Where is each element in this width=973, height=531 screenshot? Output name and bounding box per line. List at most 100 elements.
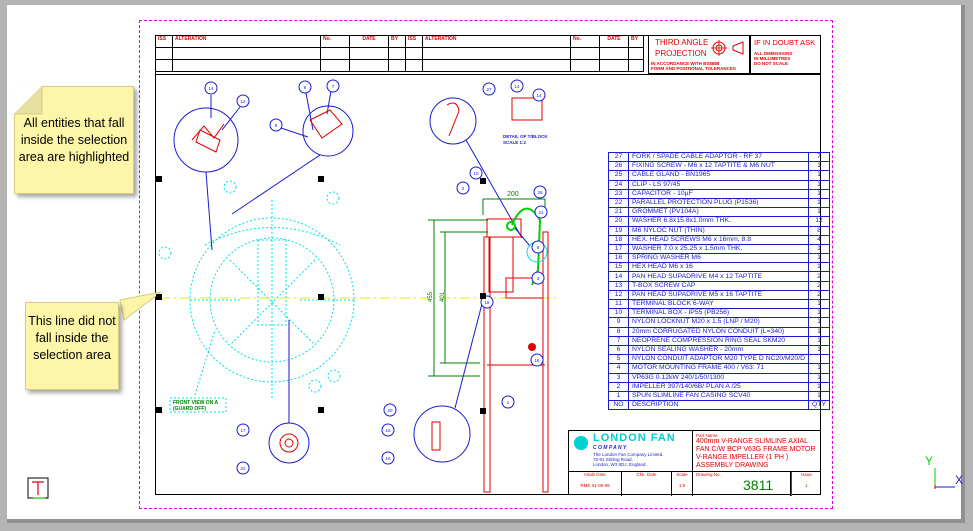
grip-handle[interactable] <box>318 294 324 300</box>
callout-not-selected-text: This line did not fall inside the select… <box>28 314 116 362</box>
scale-label: Scale <box>676 472 688 477</box>
grip-handle[interactable] <box>156 176 162 182</box>
balloon-number: 3 <box>537 276 540 281</box>
issue-cell: Issue 1 <box>791 472 821 496</box>
parts-description: NYLON SEALING WASHER - 20mm <box>628 344 809 356</box>
parts-no: 19 <box>608 225 629 236</box>
parts-qty: 1 <box>808 335 830 346</box>
grip-handle[interactable] <box>318 407 324 413</box>
ucs-icon <box>934 468 955 489</box>
parts-qty: 1 <box>808 170 830 181</box>
grip-handle[interactable] <box>156 294 162 300</box>
parts-qty: 1 <box>808 317 830 328</box>
parts-header-no: NO <box>608 400 629 411</box>
doubt-box: IF IN DOUBT ASK ALL DIMENSIONS IN MILLIM… <box>750 35 821 74</box>
cable-gland-marker <box>528 343 536 351</box>
doubt-title: IF IN DOUBT ASK <box>754 38 816 47</box>
grip-handle[interactable] <box>480 408 486 414</box>
projection-title-2: PROJECTION <box>655 49 707 58</box>
balloon <box>480 295 494 309</box>
balloon-number: 20 <box>387 408 393 413</box>
balloon-number: 22 <box>240 466 246 471</box>
balloon-number: 15 <box>385 428 391 433</box>
parts-no: 20 <box>608 216 629 227</box>
balloon-number: 1 <box>507 400 510 405</box>
grip-handle[interactable] <box>480 293 486 299</box>
scale-cell: Scale 1:5 <box>672 472 693 496</box>
parts-description: CABLE GLAND - BN1965 <box>628 170 809 181</box>
parts-no: 7 <box>608 335 629 346</box>
balloon <box>532 88 546 102</box>
balloon <box>381 423 395 437</box>
ucs-x-label: X <box>955 473 963 487</box>
grip-handle[interactable] <box>480 178 486 184</box>
parts-qty: 1 <box>808 262 830 273</box>
drawing-no-cell: Drawing No. 3811 <box>693 472 791 496</box>
balloon <box>236 94 250 108</box>
company-sub: C O M P A N Y <box>593 445 627 451</box>
grip-handle[interactable] <box>318 176 324 182</box>
parts-qty: 1 <box>808 197 830 209</box>
parts-description: CAPACITOR - 10µF <box>628 188 809 199</box>
parts-no: 24 <box>608 179 629 190</box>
balloon-cyan <box>326 191 340 205</box>
balloon-number: 16 <box>534 358 540 363</box>
balloon-number: 27 <box>486 87 492 92</box>
callout-fold-icon <box>14 86 43 115</box>
parts-qty: 1 <box>808 298 830 310</box>
selection-rectangle[interactable] <box>139 20 833 509</box>
parts-no: 4 <box>608 363 629 374</box>
balloon-number: 7 <box>332 84 335 89</box>
parts-description: HEX HEAD M6 x 16 <box>628 262 809 273</box>
parts-description: 20mm CORRUGATED NYLON CONDUIT (L=340) <box>628 326 809 337</box>
balloon-cyan <box>327 369 341 383</box>
balloon-cyan <box>223 180 237 194</box>
detail-label-2: SCALE 1:2 <box>503 140 527 145</box>
section-label-1: FRONT VIEW ON A <box>173 400 218 406</box>
parts-description: NEOPRENE COMPRESSION RING SEAL SKM20 <box>628 335 809 346</box>
section-label-2: (GUARD OFF) <box>173 406 206 412</box>
ucs-y-label: Y <box>925 454 933 468</box>
parts-description: FORK / SPADE CABLE ADAPTOR - RF 37 <box>628 151 809 163</box>
parts-qty: 1 <box>808 161 830 172</box>
parts-qty: 4 <box>808 234 830 245</box>
part-name-line-4: ASSEMBLY DRAWING <box>696 462 769 469</box>
parts-no: 22 <box>608 197 629 209</box>
parts-description: WASHER 6.8x15.8x1.0mm THK. <box>628 216 809 227</box>
issue-label: Issue <box>801 472 812 477</box>
parts-qty: 1 <box>808 390 830 402</box>
grip-handle[interactable] <box>156 407 162 413</box>
detail-circle-top-left <box>173 107 239 173</box>
doubt-line-2: IN MILLIMETRES <box>754 56 791 61</box>
parts-qty: 7 <box>808 151 830 163</box>
parts-description: CLIP - LS 97/45 <box>628 179 809 190</box>
parts-qty: 2 <box>808 289 830 301</box>
company-name: LONDON FAN <box>593 432 676 444</box>
parts-description: M6 NYLOC NUT (THIN) <box>628 225 809 236</box>
projection-box: THIRD ANGLE PROJECTION IN ACCORDANCE WIT… <box>648 35 750 74</box>
parts-qty: 1 <box>808 381 830 392</box>
parts-qty: 1 <box>808 179 830 190</box>
parts-description: GROMMET (PV104A) <box>628 207 809 218</box>
balloon <box>326 79 340 93</box>
parts-no: 8 <box>608 326 629 337</box>
balloon-number: 14 <box>514 84 520 89</box>
parts-description: WASHER 7.0 x 25.25 x 1.5mm THK. <box>628 243 809 255</box>
parts-description: NYLON CONDUIT ADAPTOR M20 TYPE D NC20/M2… <box>628 354 809 365</box>
part-name-line-3: V-RANGE IMPELLER (1 PH ) <box>696 454 789 461</box>
address-line-2: 75-81 Stirling Road, <box>593 457 633 462</box>
dimension-width: 200 <box>507 191 519 198</box>
